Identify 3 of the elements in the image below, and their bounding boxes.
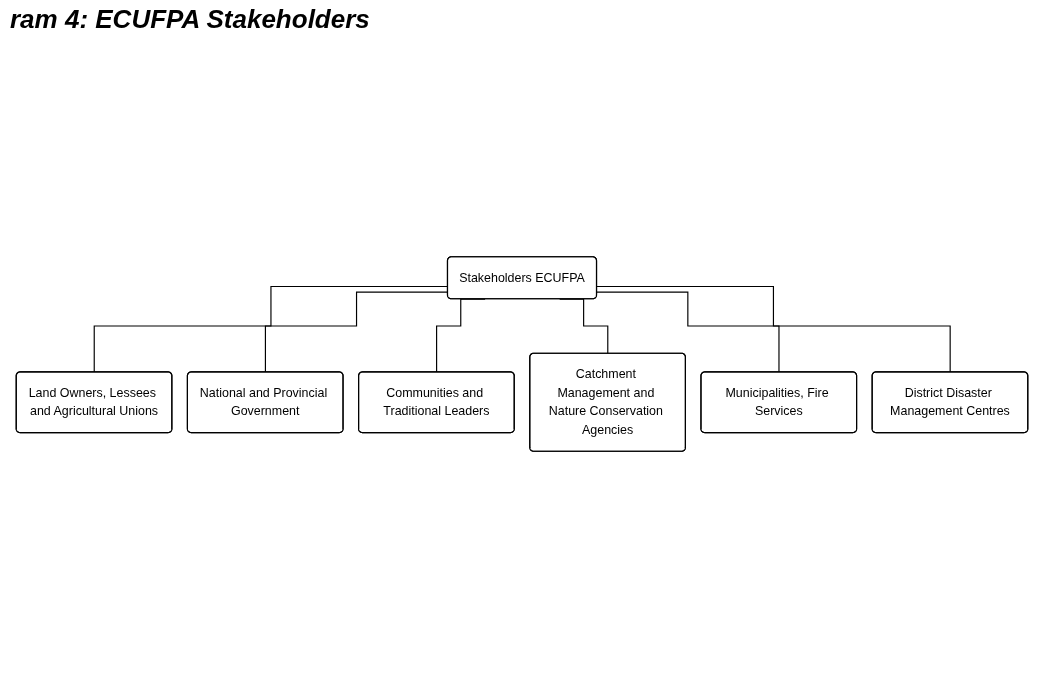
connector xyxy=(596,285,951,373)
connector xyxy=(596,291,780,373)
diagram-title: ram 4: ECUFPA Stakeholders xyxy=(10,4,371,35)
